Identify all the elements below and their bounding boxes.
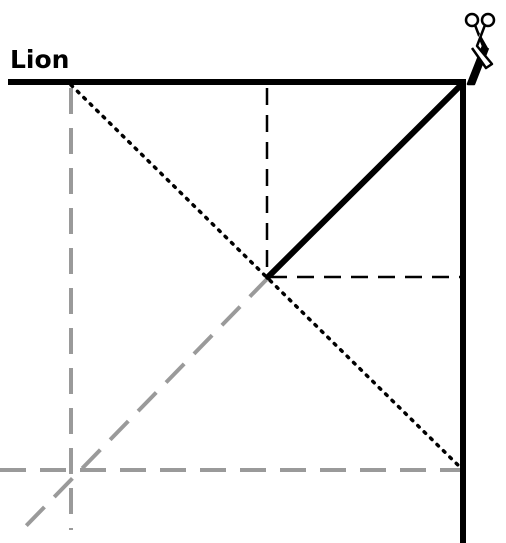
guide-diagonal-line: [20, 276, 270, 532]
diagram-label: Lion: [10, 45, 69, 74]
dotted-diagonal-fold: [69, 83, 465, 472]
paper-edges: [8, 79, 466, 543]
guide-lines: [0, 88, 460, 532]
dashed-fold-lines: [265, 88, 460, 279]
scissors-icon: [464, 12, 496, 86]
cut-line: [265, 80, 466, 280]
